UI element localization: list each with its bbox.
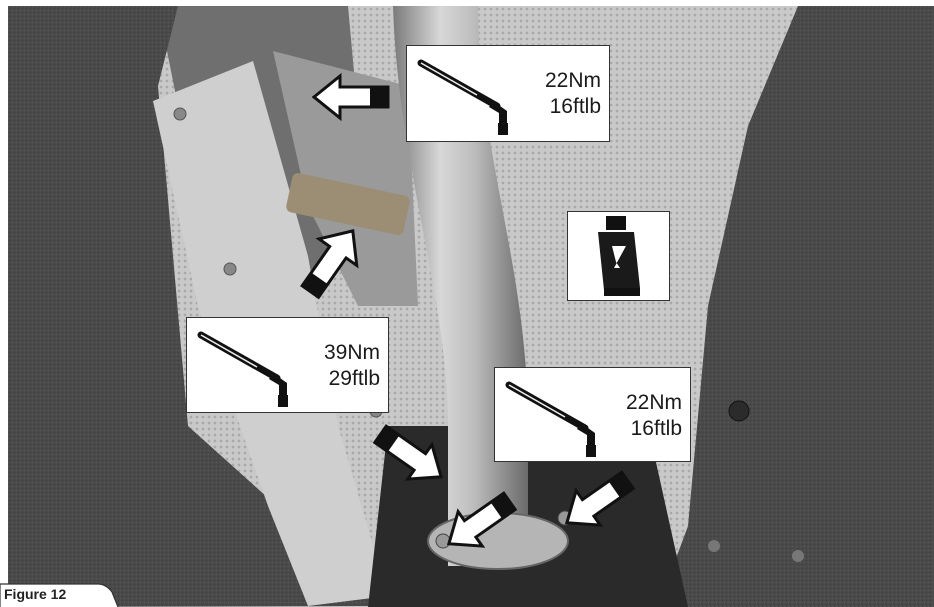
torque-ftlb-label: 16ftlb [549, 95, 601, 118]
torque-ftlb-label: 29ftlb [328, 367, 380, 390]
figure-label: Figure 12 [4, 586, 67, 602]
torque-nm-label: 22Nm [625, 391, 682, 414]
arrow-up-right-icon [300, 229, 359, 300]
torque-wrench-icon [197, 331, 288, 407]
torque-nm-label: 22Nm [544, 69, 601, 92]
sealant-callout [567, 211, 670, 301]
arrow-down-right-icon [372, 424, 444, 481]
torque-callout-right: 22Nm 16ftlb [494, 367, 691, 462]
arrow-down-left-icon [446, 491, 518, 548]
arrow-down-left-icon [564, 470, 636, 527]
caption-tab-shape [0, 583, 119, 607]
torque-callout-top: 22Nm 16ftlb [406, 45, 610, 142]
arrow-left-icon [312, 72, 390, 122]
torque-callout-left: 39Nm 29ftlb [186, 317, 389, 413]
torque-ftlb-label: 16ftlb [630, 417, 682, 440]
torque-wrench-icon [417, 59, 508, 135]
exhaust-underbody-scene [8, 6, 934, 607]
torque-nm-label: 39Nm [323, 341, 380, 364]
figure-caption-tab: Figure 12 [0, 582, 120, 607]
sealant-tube-icon [598, 216, 640, 296]
torque-wrench-icon [505, 381, 596, 457]
